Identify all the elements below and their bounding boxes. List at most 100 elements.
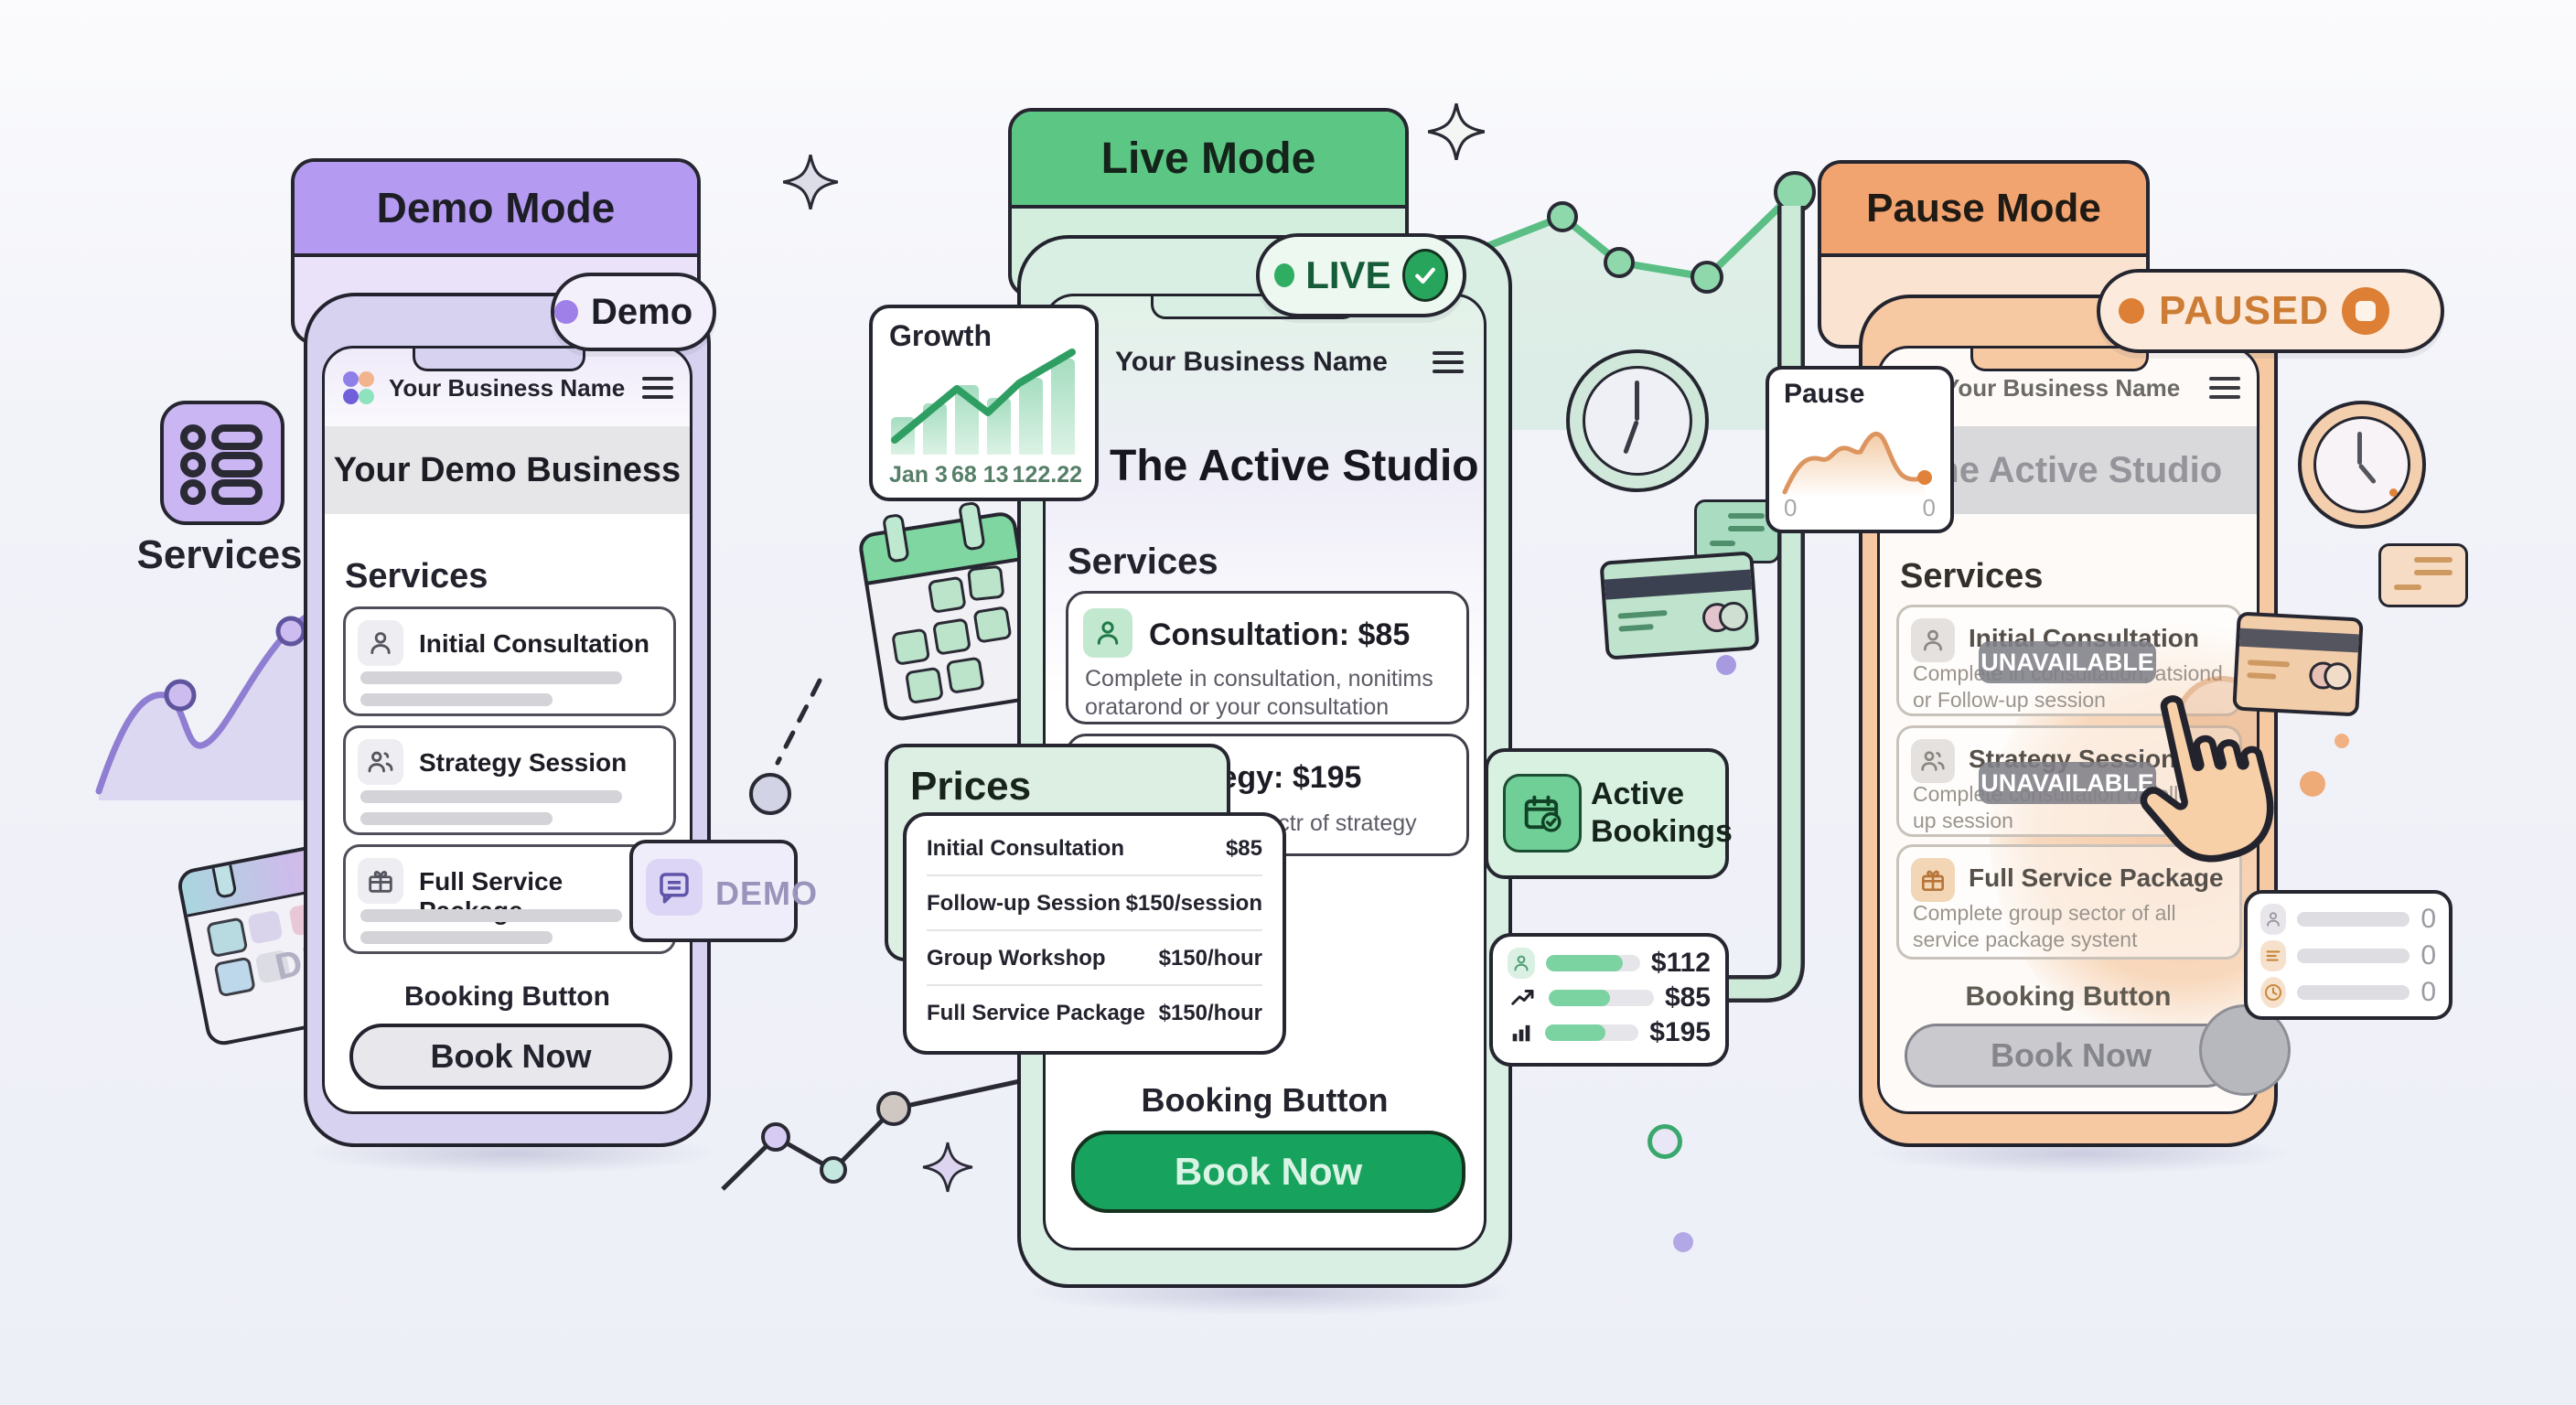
live-book-now-button[interactable]: Book Now xyxy=(1071,1131,1465,1213)
paused-zero-stats-card: 0 0 0 xyxy=(2244,890,2453,1020)
purple-wave-chart xyxy=(95,607,318,800)
pause-axis-label: 0 xyxy=(1784,494,1798,521)
placeholder-bar xyxy=(360,812,553,825)
stat-value: $85 xyxy=(1664,982,1711,1013)
status-dot xyxy=(1274,263,1295,287)
live-status-badge: LIVE xyxy=(1256,233,1466,317)
green-ring-dot xyxy=(1648,1124,1682,1159)
clock-icon xyxy=(2260,977,2286,1008)
price-value: $150/hour xyxy=(1158,946,1262,971)
price-service: Initial Consultation xyxy=(927,836,1124,861)
placeholder-bar xyxy=(2296,949,2410,963)
placeholder-bar xyxy=(360,693,553,706)
services-list-icon xyxy=(160,401,284,525)
live-service-card[interactable]: Consultation: $85 Complete in consultati… xyxy=(1066,591,1469,724)
price-value: $85 xyxy=(1225,836,1262,861)
prices-popup: Initial Consultation $85 Follow-up Sessi… xyxy=(903,812,1286,1055)
demo-services-heading: Services xyxy=(345,557,488,595)
growth-x-labels: Jan 3 68 13 122.22 xyxy=(889,462,1082,488)
price-row[interactable]: Initial Consultation $85 xyxy=(927,823,1262,876)
left-services-label: Services xyxy=(136,532,303,577)
demo-phone: Your Business Name Your Demo Business Se… xyxy=(304,293,711,1147)
growth-label: 122.22 xyxy=(1012,462,1082,488)
demo-appbar: Your Business Name xyxy=(341,367,673,409)
credit-card-icon xyxy=(2232,611,2364,717)
placeholder-bar xyxy=(360,671,622,684)
pause-card-title: Pause xyxy=(1784,379,1865,409)
list-icon xyxy=(2260,940,2286,971)
bar-chart-icon xyxy=(1508,1017,1534,1048)
demo-service-card[interactable]: Strategy Session xyxy=(343,725,676,835)
zero-value: 0 xyxy=(2420,904,2436,934)
live-studio-title: The Active Studio xyxy=(1110,442,1479,490)
zero-stat-row: 0 xyxy=(2260,974,2436,1011)
growth-line xyxy=(891,349,1076,444)
live-booking-label: Booking Button xyxy=(1141,1081,1389,1119)
clock-icon xyxy=(2298,401,2426,529)
service-name: Consultation: $85 xyxy=(1149,617,1411,652)
stat-row: $112 xyxy=(1508,946,1711,981)
pause-booking-label: Booking Button xyxy=(1965,981,2172,1012)
person-icon xyxy=(1083,608,1132,658)
live-services-heading: Services xyxy=(1068,542,1218,582)
person-icon xyxy=(1508,948,1535,979)
demo-phone-screen: Your Business Name Your Demo Business Se… xyxy=(322,346,692,1114)
people-icon xyxy=(358,739,403,785)
dashed-connector xyxy=(749,678,822,815)
demo-watermark-badge: DEMO xyxy=(629,840,817,942)
placeholder-bar xyxy=(2296,985,2410,1000)
demo-service-card[interactable]: Initial Consultation xyxy=(343,606,676,716)
active-bookings-card: Active Bookings xyxy=(1485,748,1733,879)
menu-icon[interactable] xyxy=(2209,371,2240,404)
price-row[interactable]: Group Workshop $150/hour xyxy=(927,933,1262,986)
chat-icon xyxy=(646,859,703,916)
demo-watermark-label: DEMO xyxy=(715,874,818,912)
growth-card: Growth Jan 3 68 13 122.22 xyxy=(869,305,1099,501)
menu-icon[interactable] xyxy=(642,371,673,404)
price-service: Group Workshop xyxy=(927,946,1106,971)
service-name: Full Service Package xyxy=(1969,863,2224,892)
orange-dot xyxy=(2300,771,2325,797)
menu-icon[interactable] xyxy=(1433,346,1464,379)
pause-book-now-button: Book Now xyxy=(1905,1024,2238,1088)
chat-icon xyxy=(2378,543,2468,607)
zero-value: 0 xyxy=(2420,940,2436,971)
zero-value: 0 xyxy=(2420,977,2436,1007)
placeholder-bar xyxy=(2296,912,2410,927)
active-bookings-label: Active Bookings xyxy=(1591,777,1733,849)
demo-service-card[interactable]: Full Service Package xyxy=(343,844,676,954)
check-icon xyxy=(1401,249,1448,302)
sparkle-icon xyxy=(922,1142,973,1193)
service-name: Strategy Session xyxy=(419,748,628,777)
live-badge-label: LIVE xyxy=(1305,253,1391,296)
paused-status-badge: PAUSED xyxy=(2097,269,2444,353)
placeholder-bar xyxy=(360,909,622,922)
demo-status-badge: Demo xyxy=(551,273,716,351)
pause-chart-card: Pause 0 0 xyxy=(1766,366,1954,533)
pause-mode-title: Pause Mode xyxy=(1821,164,2146,257)
stat-value: $195 xyxy=(1649,1017,1711,1047)
pause-services-heading: Services xyxy=(1900,557,2044,595)
purple-dot xyxy=(1716,655,1736,675)
demo-mode-title: Demo Mode xyxy=(295,162,697,257)
orange-dot xyxy=(2334,734,2349,748)
demo-banner-title: Your Demo Business xyxy=(325,426,690,514)
service-desc: Complete group sector of all service pac… xyxy=(1913,901,2176,951)
live-phone-screen: Your Business Name The Active Studio Ser… xyxy=(1043,294,1487,1250)
progress-bar xyxy=(1545,955,1640,971)
stop-icon xyxy=(2342,287,2390,335)
unavailable-badge: UNAVAILABLE xyxy=(1979,641,2156,683)
demo-business-name: Your Business Name xyxy=(389,373,626,402)
person-icon xyxy=(2260,904,2286,935)
price-service: Full Service Package xyxy=(927,1001,1145,1025)
zero-stat-row: 0 xyxy=(2260,938,2436,974)
pause-axis-label: 0 xyxy=(1922,494,1936,521)
price-row[interactable]: Full Service Package $150/hour xyxy=(927,988,1262,1039)
person-icon xyxy=(1911,618,1955,662)
revenue-stats-card: $112 $85 $195 xyxy=(1489,933,1729,1067)
price-value: $150/hour xyxy=(1158,1001,1262,1025)
demo-badge-label: Demo xyxy=(591,291,693,332)
demo-book-now-button[interactable]: Book Now xyxy=(349,1024,672,1089)
stat-value: $112 xyxy=(1650,948,1711,978)
price-row[interactable]: Follow-up Session $150/session xyxy=(927,878,1262,931)
